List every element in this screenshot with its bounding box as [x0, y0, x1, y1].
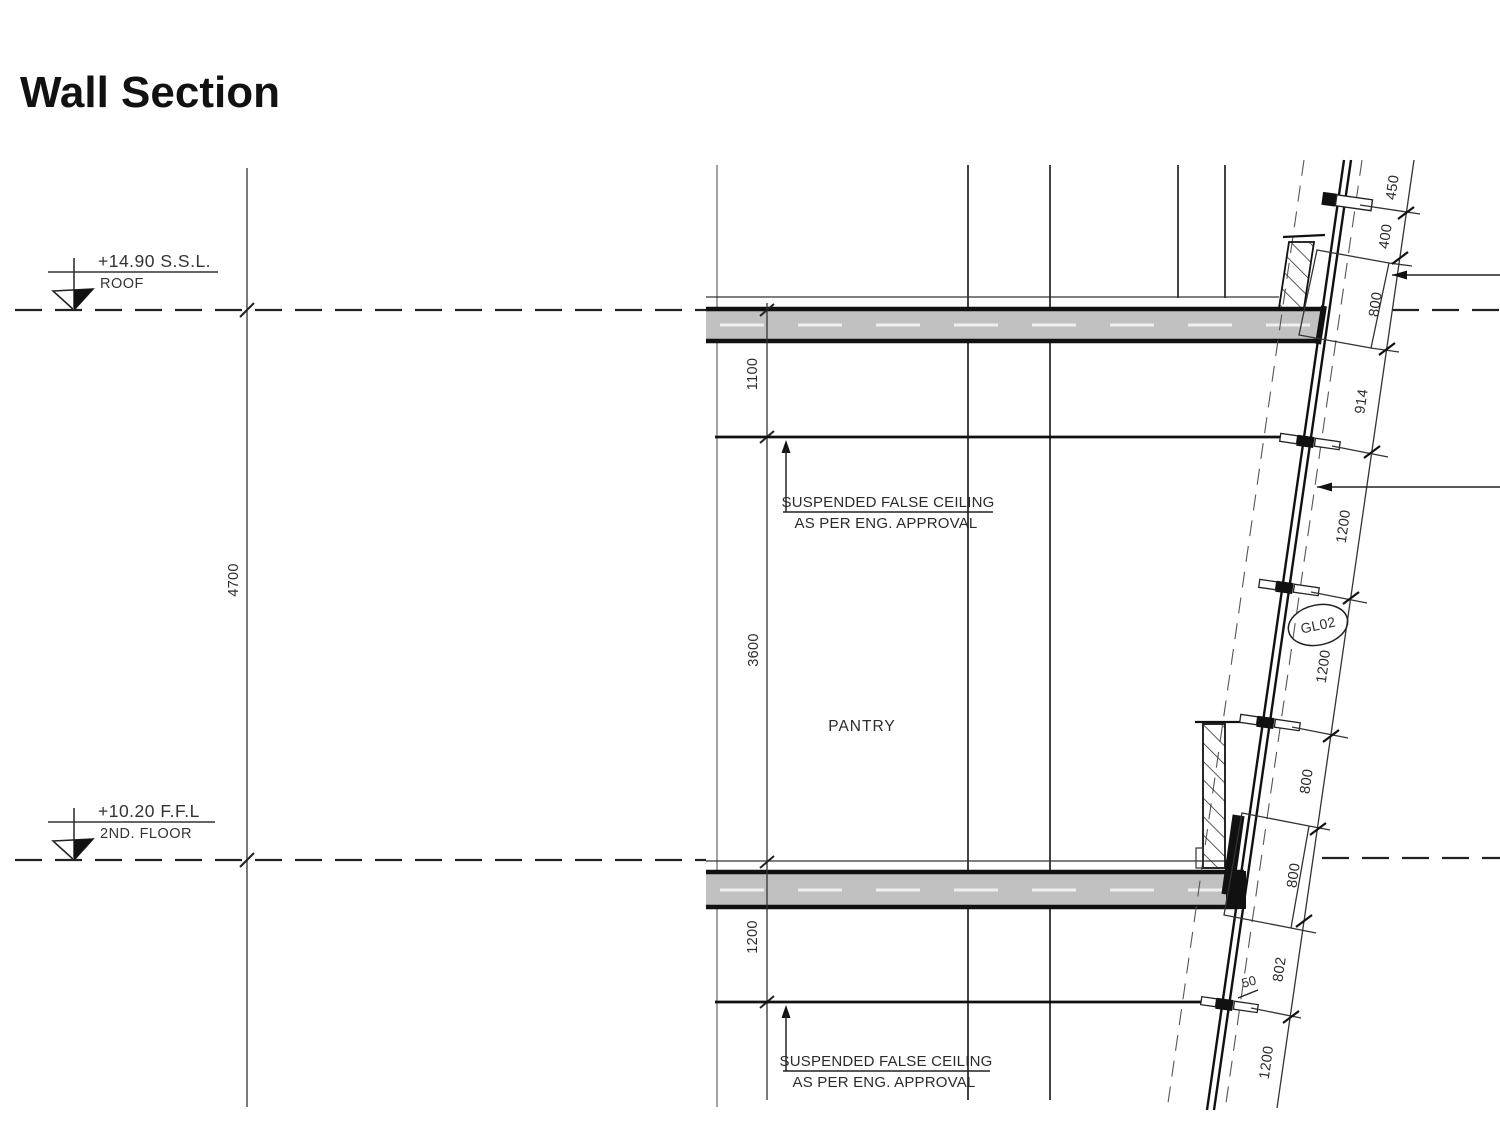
floor-slab: [706, 869, 1246, 910]
upper-ceiling: SUSPENDED FALSE CEILING AS PER ENG. APPR…: [715, 435, 1284, 532]
dim-label-50: 50: [1240, 973, 1258, 991]
interior-wall-lines: [706, 165, 1279, 1107]
second-floor-level-marker: +10.20 F.F.L 2ND. FLOOR: [48, 801, 215, 862]
dim-label-914: 914: [1352, 388, 1371, 415]
dim-label-802: 802: [1270, 956, 1289, 983]
dim-label-1200c: 1200: [1257, 1045, 1278, 1080]
facade-dim-line: [1250, 159, 1421, 1109]
dim-label-450: 450: [1383, 174, 1402, 201]
interior-dim-line: 1100 3600 1200: [745, 303, 775, 1100]
dim-roof-to-ceiling: 1100: [745, 358, 761, 390]
floor-level-line: [15, 856, 1500, 862]
column-hatch: [1202, 723, 1226, 869]
overall-dim-line: 4700: [226, 168, 255, 1107]
upper-ceiling-note-line2: AS PER ENG. APPROVAL: [795, 515, 978, 532]
facade-dim-labels: 450 400 800 914 1200 1200 800 800 802 12…: [1237, 174, 1403, 1080]
dim-label-400: 400: [1376, 223, 1395, 250]
parapet-hatch: [1277, 241, 1316, 309]
right-leader-upper: [1392, 270, 1500, 280]
lower-ceiling-note-line1: SUSPENDED FALSE CEILING: [780, 1053, 993, 1070]
mullion-5: [1199, 995, 1259, 1014]
dim-overall: 4700: [226, 563, 242, 596]
dim-label-800c: 800: [1284, 862, 1303, 889]
page-title: Wall Section: [20, 68, 280, 117]
lower-ceiling-note-line2: AS PER ENG. APPROVAL: [793, 1074, 976, 1091]
room-label: PANTRY: [828, 718, 895, 735]
mullion-top-flashing: [1321, 191, 1374, 212]
right-leader-lower: [1317, 482, 1500, 492]
dim-label-800b: 800: [1297, 768, 1316, 795]
roof-slab: [706, 305, 1327, 345]
floor-elevation-label: +10.20 F.F.L: [98, 801, 200, 821]
dim-label-800a: 800: [1366, 291, 1385, 318]
lower-ceiling: SUSPENDED FALSE CEILING AS PER ENG. APPR…: [715, 1000, 1219, 1091]
roof-name-label: ROOF: [100, 276, 144, 292]
glass-tag: GL02: [1287, 603, 1349, 647]
parapet-cap: [1282, 233, 1326, 239]
dim-label-1200a: 1200: [1334, 509, 1355, 544]
roof-level-marker: +14.90 S.S.L. ROOF: [48, 251, 218, 312]
dim-slab-to-ceiling: 1200: [745, 920, 761, 953]
floor-name-label: 2ND. FLOOR: [100, 826, 192, 842]
dim-ceiling-to-floor: 3600: [746, 633, 762, 666]
curtain-wall: [1166, 159, 1390, 1111]
dim-label-1200b: 1200: [1314, 649, 1335, 684]
roof-elevation-label: +14.90 S.S.L.: [98, 251, 211, 271]
upper-ceiling-note-line1: SUSPENDED FALSE CEILING: [782, 494, 995, 511]
glass-tag-label: GL02: [1299, 613, 1337, 636]
